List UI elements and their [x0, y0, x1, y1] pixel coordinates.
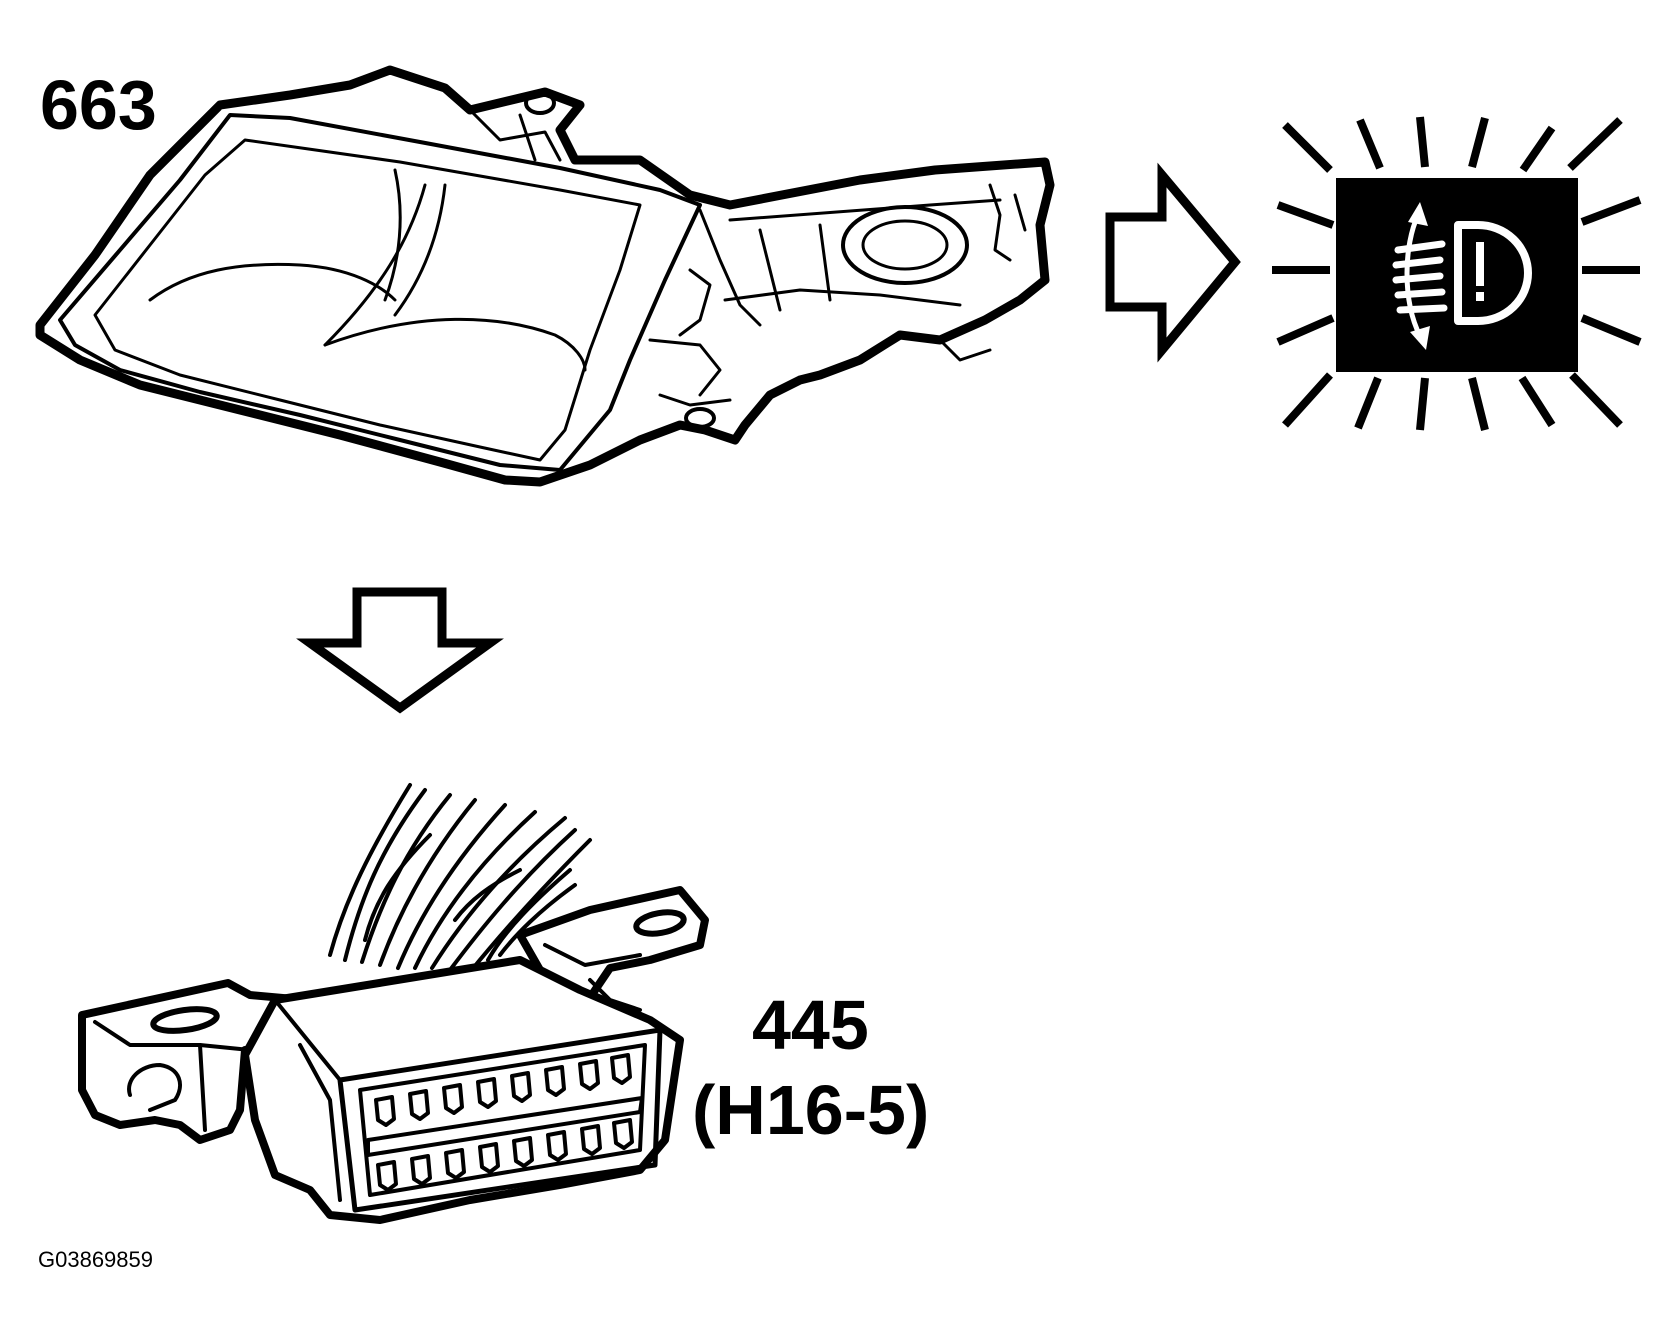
headlight-leveling-warning-icon: [1272, 116, 1642, 431]
connector-code-label: (H16-5): [692, 1071, 930, 1149]
arrow-right-icon: [1105, 162, 1241, 363]
figure-code-label: G03869859: [38, 1247, 153, 1272]
headlamp-callout-label: 663: [40, 66, 157, 144]
diagnostic-connector: [78, 783, 709, 1224]
connector-callout-label: 445: [752, 986, 869, 1064]
connector-pins-lower: [376, 1118, 634, 1192]
connector-pins-upper: [374, 1053, 632, 1127]
arrow-down-icon: [296, 587, 504, 714]
headlamp-assembly: [35, 65, 1055, 487]
